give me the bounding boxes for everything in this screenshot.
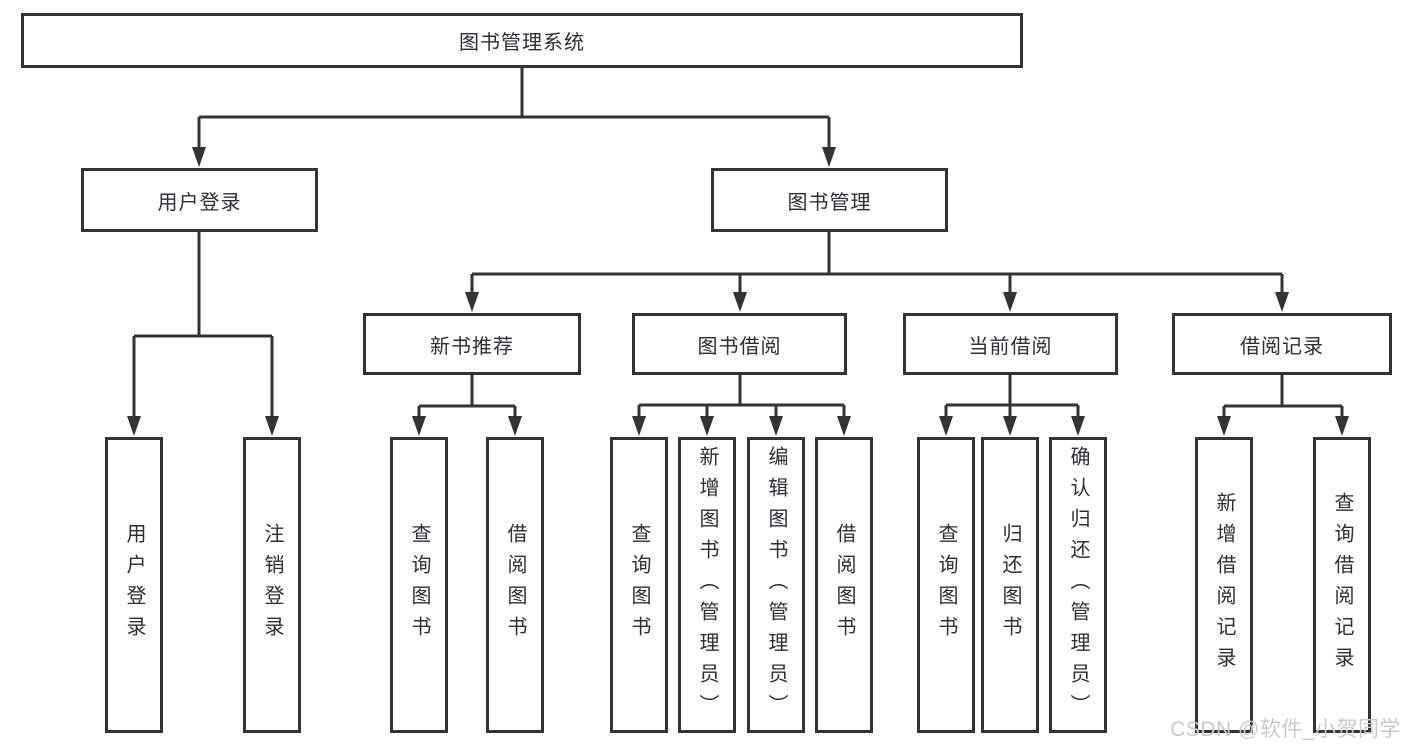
node-new-book-recommend: 新书推荐 [363,313,581,375]
leaf-confirm-return-admin: 确认归还（管理员） [1049,437,1107,733]
connector-paths [132,68,1344,418]
leaf-logout-label: 注销登录 [261,523,283,647]
leaf-confirm-return-admin-label: 确认归还（管理员） [1067,445,1089,725]
leaf-borrow-books: 借阅图书 [815,437,873,733]
leaf-current-query-books: 查询图书 [917,437,975,733]
node-library-system-label: 图书管理系统 [459,32,585,54]
node-book-management: 图书管理 [711,168,948,232]
node-book-borrow-label: 图书借阅 [697,335,782,358]
leaf-recommend-query-books-label: 查询图书 [408,523,430,647]
node-new-book-recommend-label: 新书推荐 [430,335,514,358]
leaf-add-borrow-record-label: 新增借阅记录 [1213,492,1235,678]
leaf-recommend-query-books: 查询图书 [390,437,448,733]
node-current-borrow-label: 当前借阅 [968,335,1053,358]
arrowheads [127,147,1349,436]
node-current-borrow: 当前借阅 [903,313,1118,375]
leaf-add-book-admin: 新增图书（管理员） [678,437,736,733]
leaf-borrow-query-books-label: 查询图书 [628,523,650,647]
leaf-add-borrow-record: 新增借阅记录 [1195,437,1253,733]
leaf-return-books-label: 归还图书 [999,523,1021,647]
node-borrow-records-label: 借阅记录 [1240,335,1324,358]
leaf-logout: 注销登录 [243,437,301,733]
node-book-management-label: 图书管理 [787,191,872,214]
node-book-borrow: 图书借阅 [632,313,847,375]
leaf-recommend-borrow-books: 借阅图书 [486,437,544,733]
leaf-borrow-books-label: 借阅图书 [833,523,855,647]
node-borrow-records: 借阅记录 [1172,313,1392,375]
node-user-login-branch: 用户登录 [81,168,318,232]
csdn-watermark: CSDN @软件_小贺同学 [1170,718,1401,741]
leaf-edit-book-admin: 编辑图书（管理员） [747,437,805,733]
leaf-query-borrow-record-label: 查询借阅记录 [1331,492,1353,678]
node-user-login-branch-label: 用户登录 [157,191,242,214]
leaf-recommend-borrow-books-label: 借阅图书 [504,523,526,647]
leaf-add-book-admin-label: 新增图书（管理员） [696,445,718,725]
leaf-query-borrow-record: 查询借阅记录 [1313,437,1371,733]
leaf-user-login: 用户登录 [105,437,163,733]
node-library-system: 图书管理系统 [21,13,1023,68]
leaf-edit-book-admin-label: 编辑图书（管理员） [765,445,787,725]
leaf-current-query-books-label: 查询图书 [935,523,957,647]
leaf-user-login-label: 用户登录 [123,523,145,647]
leaf-return-books: 归还图书 [981,437,1039,733]
leaf-borrow-query-books: 查询图书 [610,437,668,733]
